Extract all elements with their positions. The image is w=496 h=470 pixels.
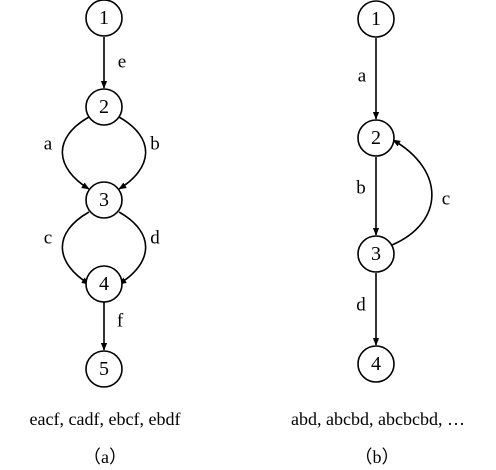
- edge-label-e: e: [118, 52, 126, 73]
- node-a-3: 3: [85, 181, 123, 219]
- caption-a: （a）: [83, 447, 127, 467]
- paths-text-a: eacf, cadf, ebcf, ebdf: [30, 409, 181, 429]
- node-b-1: 1: [357, 0, 395, 38]
- edge-label-b-a: a: [358, 66, 367, 87]
- edge-label-c: c: [44, 228, 52, 249]
- node-a-5: 5: [85, 350, 123, 388]
- node-b-2: 2: [357, 119, 395, 157]
- caption-b: （b）: [355, 447, 400, 467]
- svg-text:2: 2: [371, 127, 381, 149]
- node-a-1: 1: [85, 0, 123, 37]
- edge-a-c: [61, 211, 90, 285]
- node-a-4: 4: [85, 265, 123, 303]
- svg-text:2: 2: [99, 96, 109, 118]
- edge-b-c: [391, 139, 433, 246]
- svg-text:3: 3: [371, 243, 381, 265]
- svg-text:1: 1: [99, 7, 109, 29]
- edge-label-d: d: [150, 228, 160, 249]
- edge-a-d: [118, 211, 147, 285]
- svg-text:1: 1: [371, 8, 381, 30]
- edge-label-b-b: b: [356, 178, 366, 199]
- edge-label-a: a: [44, 134, 53, 155]
- diagram-a: e a b c d f 1 2 3 4 5 eacf, cadf, ebcf, …: [30, 0, 181, 467]
- svg-text:4: 4: [99, 273, 109, 295]
- node-b-3: 3: [357, 235, 395, 273]
- svg-text:4: 4: [371, 353, 381, 375]
- paths-text-b: abd, abcbd, abcbcbd, …: [291, 409, 465, 429]
- diagram-b: a b c d 1 2 3 4 abd, abcbd, abcbcbd, … （…: [291, 0, 465, 467]
- node-b-4: 4: [357, 345, 395, 383]
- edge-label-f: f: [117, 311, 124, 332]
- edge-label-b-c: c: [442, 189, 450, 210]
- svg-text:3: 3: [99, 189, 109, 211]
- node-a-2: 2: [85, 88, 123, 126]
- edge-a-b: [118, 116, 147, 190]
- svg-text:5: 5: [99, 358, 109, 380]
- edge-label-b-d: d: [356, 295, 366, 316]
- edge-label-b: b: [150, 134, 160, 155]
- edge-a-a: [61, 116, 90, 190]
